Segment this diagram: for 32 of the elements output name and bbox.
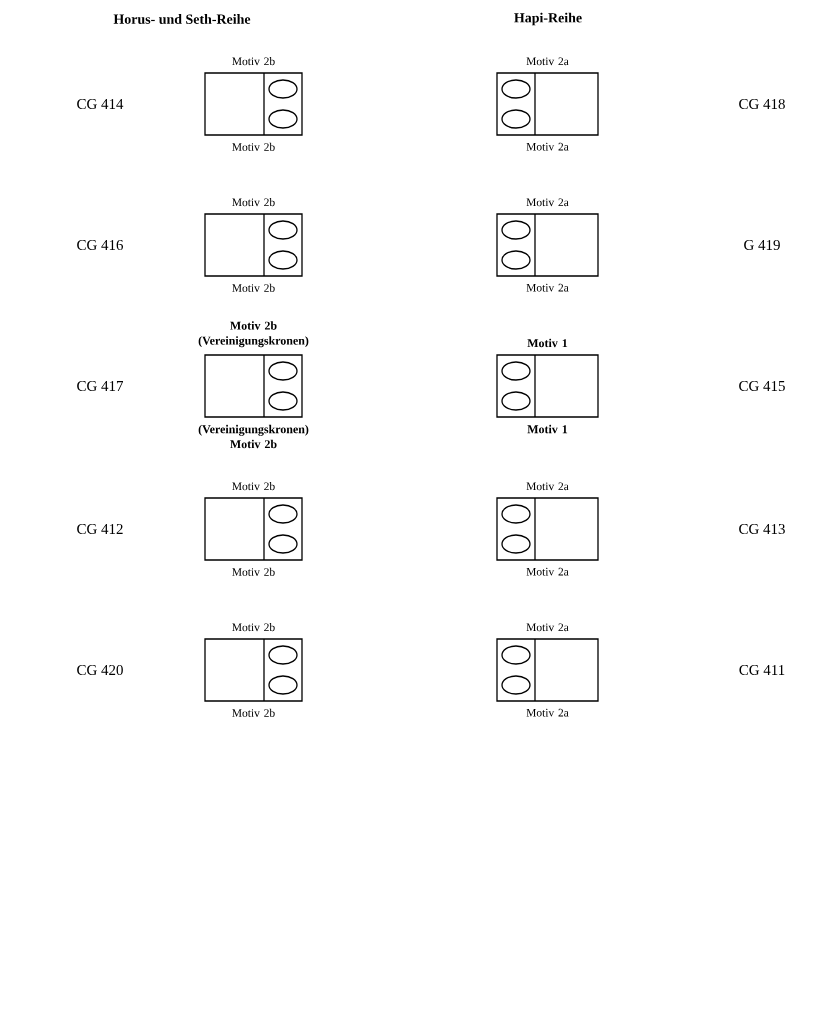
motif-label: Motiv 2a	[526, 708, 569, 717]
catalog-number: CG 417	[77, 381, 123, 391]
motif-label: Motiv 2b	[232, 482, 275, 491]
motif-label: (Vereinigungskronen) Motiv 2b	[198, 424, 309, 449]
catalog-number: CG 416	[77, 240, 123, 250]
catalog-number: CG 412	[77, 524, 123, 534]
catalog-number: CG 415	[739, 381, 785, 391]
catalog-number: CG 411	[739, 665, 785, 675]
motif-label: Motiv 1	[527, 338, 568, 348]
motif-label: Motiv 2b (Vereinigungskronen)	[198, 321, 309, 348]
column-heading: Hapi-Reihe	[514, 12, 582, 26]
motif-label: Motiv 2a	[526, 142, 569, 151]
motif-label: Motiv 1	[527, 424, 568, 434]
catalog-number: CG 418	[739, 98, 785, 110]
catalog-number: CG 420	[77, 664, 123, 676]
motif-label: Motiv 2a	[526, 198, 569, 207]
motif-label: Motiv 2b	[232, 57, 275, 66]
motif-label: Motiv 2a	[526, 623, 569, 632]
motif-label: Motiv 2a	[526, 567, 569, 576]
motif-label: Motiv 2b	[232, 283, 275, 292]
motif-label: Motiv 2b	[232, 708, 275, 717]
motif-label: Motiv 2b	[232, 567, 275, 576]
motif-label: Motiv 2a	[526, 57, 569, 66]
column-heading: Horus- und Seth-Reihe	[113, 14, 251, 24]
motif-label: Motiv 2b	[232, 142, 275, 151]
motif-label: Motiv 2b	[232, 623, 275, 632]
catalog-number: G 419	[744, 240, 780, 250]
catalog-number: CG 413	[739, 524, 785, 534]
motif-label: Motiv 2b	[232, 198, 275, 207]
catalog-number: CG 414	[77, 99, 124, 110]
motif-label: Motiv 2a	[526, 482, 569, 491]
motif-label: Motiv 2a	[526, 283, 569, 292]
